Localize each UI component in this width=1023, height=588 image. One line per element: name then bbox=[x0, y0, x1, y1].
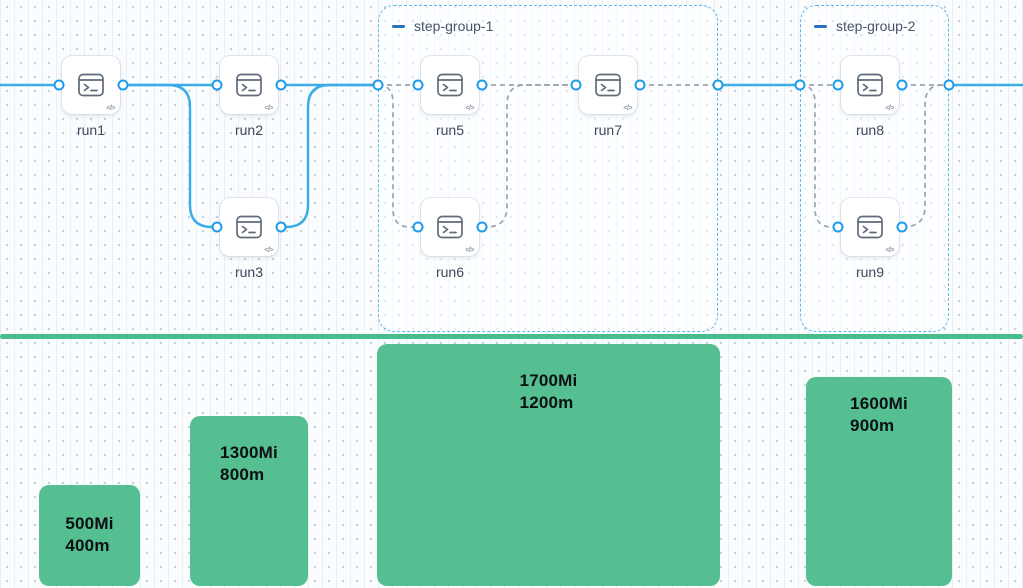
code-icon: </> bbox=[885, 105, 894, 112]
code-icon: </> bbox=[465, 247, 474, 254]
resource-bar-step-group-1: 1700Mi 1200m bbox=[377, 344, 720, 586]
code-icon: </> bbox=[264, 247, 273, 254]
port[interactable] bbox=[570, 79, 582, 91]
code-icon: </> bbox=[885, 247, 894, 254]
node-label: run1 bbox=[76, 122, 106, 138]
node-run9[interactable]: </> bbox=[841, 198, 899, 256]
port[interactable] bbox=[943, 79, 955, 91]
resource-bar-run1: 500Mi 400m bbox=[39, 485, 140, 586]
collapse-dash-icon[interactable] bbox=[392, 24, 405, 28]
port[interactable] bbox=[476, 79, 488, 91]
resource-bar-step-group-2: 1600Mi 900m bbox=[806, 377, 952, 586]
bar-cpu-label: 1200m bbox=[519, 393, 574, 412]
node-run1[interactable]: </> bbox=[62, 56, 120, 114]
node-label: run8 bbox=[855, 122, 885, 138]
node-run3[interactable]: </> bbox=[220, 198, 278, 256]
port[interactable] bbox=[832, 221, 844, 233]
edge-group1-run6[interactable] bbox=[377, 84, 418, 228]
node-run9-wrap: </> run9 bbox=[841, 198, 899, 280]
port[interactable] bbox=[372, 79, 384, 91]
node-label: run3 bbox=[234, 264, 264, 280]
bar-cpu-label: 800m bbox=[220, 465, 265, 484]
bar-memory-label: 1700Mi bbox=[519, 371, 578, 390]
port[interactable] bbox=[412, 221, 424, 233]
edge-group2-run9[interactable] bbox=[799, 84, 838, 228]
node-run7[interactable]: </> bbox=[579, 56, 637, 114]
bar-memory-label: 1300Mi bbox=[220, 443, 278, 462]
node-label: run2 bbox=[234, 122, 264, 138]
node-label: run5 bbox=[435, 122, 465, 138]
edge-run1-run3[interactable] bbox=[123, 83, 217, 229]
port[interactable] bbox=[117, 79, 129, 91]
terminal-icon bbox=[78, 73, 104, 97]
port[interactable] bbox=[211, 221, 223, 233]
port[interactable] bbox=[476, 221, 488, 233]
node-run2[interactable]: </> bbox=[220, 56, 278, 114]
step-group-2-header: step-group-2 bbox=[801, 6, 948, 34]
node-run7-wrap: </> run7 bbox=[579, 56, 637, 138]
node-run5-wrap: </> run5 bbox=[421, 56, 479, 138]
code-icon: </> bbox=[623, 105, 632, 112]
group-label: step-group-1 bbox=[414, 18, 494, 34]
code-icon: </> bbox=[264, 105, 273, 112]
port[interactable] bbox=[832, 79, 844, 91]
terminal-icon bbox=[236, 215, 262, 239]
group-label: step-group-2 bbox=[836, 18, 916, 34]
node-run6[interactable]: </> bbox=[421, 198, 479, 256]
node-label: run7 bbox=[593, 122, 623, 138]
terminal-icon bbox=[437, 215, 463, 239]
bar-cpu-label: 400m bbox=[65, 536, 110, 555]
node-run6-wrap: </> run6 bbox=[421, 198, 479, 280]
node-run3-wrap: </> run3 bbox=[220, 198, 278, 280]
port[interactable] bbox=[412, 79, 424, 91]
divider-line bbox=[0, 334, 1023, 339]
node-run8[interactable]: </> bbox=[841, 56, 899, 114]
node-label: run9 bbox=[855, 264, 885, 280]
resource-bar-run2-run3: 1300Mi 800m bbox=[190, 416, 308, 586]
terminal-icon bbox=[857, 215, 883, 239]
node-run8-wrap: </> run8 bbox=[841, 56, 899, 138]
port[interactable] bbox=[712, 79, 724, 91]
edge-run9-group2out[interactable] bbox=[901, 84, 949, 228]
terminal-icon bbox=[437, 73, 463, 97]
bar-cpu-label: 900m bbox=[850, 416, 895, 435]
port[interactable] bbox=[211, 79, 223, 91]
collapse-dash-icon[interactable] bbox=[814, 24, 827, 28]
bar-memory-label: 500Mi bbox=[65, 514, 114, 533]
terminal-icon bbox=[236, 73, 262, 97]
node-run2-wrap: </> run2 bbox=[220, 56, 278, 138]
node-label: run6 bbox=[435, 264, 465, 280]
bar-memory-label: 1600Mi bbox=[850, 394, 908, 413]
edge-run6-run7[interactable] bbox=[482, 84, 576, 228]
node-run1-wrap: </> run1 bbox=[62, 56, 120, 138]
port[interactable] bbox=[794, 79, 806, 91]
port[interactable] bbox=[896, 221, 908, 233]
terminal-icon bbox=[595, 73, 621, 97]
port[interactable] bbox=[53, 79, 65, 91]
code-icon: </> bbox=[106, 105, 115, 112]
code-icon: </> bbox=[465, 105, 474, 112]
terminal-icon bbox=[857, 73, 883, 97]
edge-run3-group1[interactable] bbox=[281, 83, 378, 229]
node-run5[interactable]: </> bbox=[421, 56, 479, 114]
step-group-1-header: step-group-1 bbox=[379, 6, 717, 34]
port[interactable] bbox=[275, 79, 287, 91]
port[interactable] bbox=[275, 221, 287, 233]
port[interactable] bbox=[634, 79, 646, 91]
port[interactable] bbox=[896, 79, 908, 91]
